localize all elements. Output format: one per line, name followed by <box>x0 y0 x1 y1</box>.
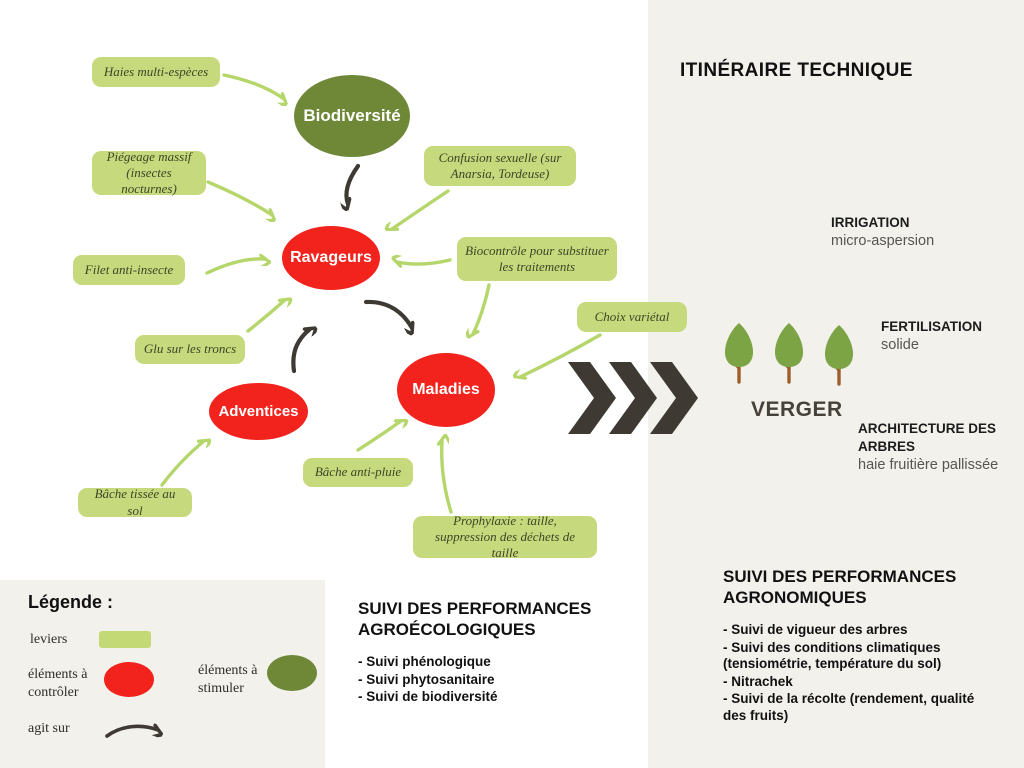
lever-bache-tissee: Bâche tissée au sol <box>78 486 192 518</box>
suivi-agroecologique-item: - Suivi de biodiversité <box>358 689 498 704</box>
arrow-biocontrole-to-ravageurs <box>397 260 452 264</box>
orchard-trees-icon <box>725 323 853 386</box>
lever-confusion: Confusion sexuelle (sur Anarsia, Tordeus… <box>424 146 576 186</box>
suivi-agronomique-item: - Nitrachek <box>723 673 793 689</box>
lever-biocontrole: Biocontrôle pour substituer les traiteme… <box>457 237 617 281</box>
lever-filet: Filet anti-insecte <box>73 255 185 285</box>
arrow-tissee-to-adventices <box>160 441 204 487</box>
architecture-title: ARCHITECTURE DES ARBRES <box>858 421 997 454</box>
fertilisation-title: FERTILISATION <box>881 319 982 334</box>
node-adventices: Adventices <box>209 383 308 440</box>
architecture-value: haie fruitière pallissée <box>858 457 999 473</box>
irrigation-value: micro-aspersion <box>831 233 935 249</box>
node-maladies: Maladies <box>397 353 495 427</box>
irrigation-title: IRRIGATION <box>831 215 910 230</box>
suivi-agroecologique-title: SUIVI DES PERFORMANCES AGROÉCOLOGIQUES <box>358 599 592 639</box>
legend-arrow-icon <box>105 718 168 744</box>
arrow-haies-to-biodiversite <box>222 73 284 99</box>
lever-prophylaxie: Prophylaxie : taille, suppression des dé… <box>413 513 597 560</box>
legend-stimuler-label: éléments à stimuler <box>198 663 258 696</box>
legend-red-ellipse <box>104 662 154 697</box>
suivi-agroecologique-item: - Suivi phytosanitaire <box>358 671 495 687</box>
tree-icon <box>825 325 853 386</box>
lever-choix: Choix variétal <box>577 302 687 332</box>
right-panel <box>648 0 1024 768</box>
arrow-confusion-to-ravageurs <box>392 189 450 229</box>
suivi-agronomique: SUIVI DES PERFORMANCES AGRONOMIQUES - Su… <box>723 566 985 725</box>
arrow-biodiversite-to-ravageurs <box>346 163 361 204</box>
suivi-agronomique-item: - Suivi de la récolte (rendement, qualit… <box>723 691 975 723</box>
legend-title: Légende : <box>28 592 114 612</box>
verger-label: VERGER <box>751 398 843 421</box>
chevrons-icon <box>568 362 698 434</box>
fertilisation-value: solide <box>881 337 919 353</box>
legend-lever-swatch <box>99 631 151 648</box>
page-title: ITINÉRAIRE TECHNIQUE <box>680 60 913 81</box>
lever-haies: Haies multi-espèces <box>92 57 220 87</box>
suivi-agronomique-title: SUIVI DES PERFORMANCES AGRONOMIQUES <box>723 567 957 607</box>
arrow-glu-to-ravageurs <box>246 300 285 333</box>
suivi-agronomique-item: - Suivi de vigueur des arbres <box>723 622 908 637</box>
legend-olive-ellipse <box>267 655 317 691</box>
legend-agit-label: agit sur <box>28 721 70 736</box>
fertilisation-block: FERTILISATION solide <box>881 318 982 355</box>
legend-leviers-label: leviers <box>30 632 68 647</box>
arrow-pluie-to-maladies <box>356 421 401 452</box>
tree-icon <box>775 323 803 384</box>
suivi-agroecologique: SUIVI DES PERFORMANCES AGROÉCOLOGIQUES -… <box>358 598 608 707</box>
arrow-ravageurs-to-maladies <box>363 299 412 328</box>
tree-icon <box>725 323 753 384</box>
arrow-piegeage-to-ravageurs <box>206 180 272 215</box>
lever-glu: Glu sur les troncs <box>135 335 245 364</box>
node-ravageurs: Ravageurs <box>282 226 380 290</box>
lever-piegeage: Piégeage massif (insectes nocturnes) <box>92 149 206 196</box>
node-biodiversite: Biodiversité <box>294 75 410 157</box>
legend-controler-label: éléments à contrôler <box>28 667 88 700</box>
suivi-agronomique-item: - Suivi des conditions climatiques (tens… <box>723 639 942 672</box>
suivi-agroecologique-item: - Suivi phénologique <box>358 654 491 669</box>
arrow-adventices-to-ravageurs <box>291 329 310 374</box>
arrow-biocontrole-to-maladies <box>473 283 491 334</box>
architecture-block: ARCHITECTURE DES ARBRES haie fruitière p… <box>858 420 1010 475</box>
arrow-prophylaxie-to-maladies <box>442 440 453 514</box>
arrow-filet-to-ravageurs <box>205 259 265 275</box>
lever-bache-pluie: Bâche anti-pluie <box>303 458 413 487</box>
irrigation-block: IRRIGATION micro-aspersion <box>831 214 934 251</box>
